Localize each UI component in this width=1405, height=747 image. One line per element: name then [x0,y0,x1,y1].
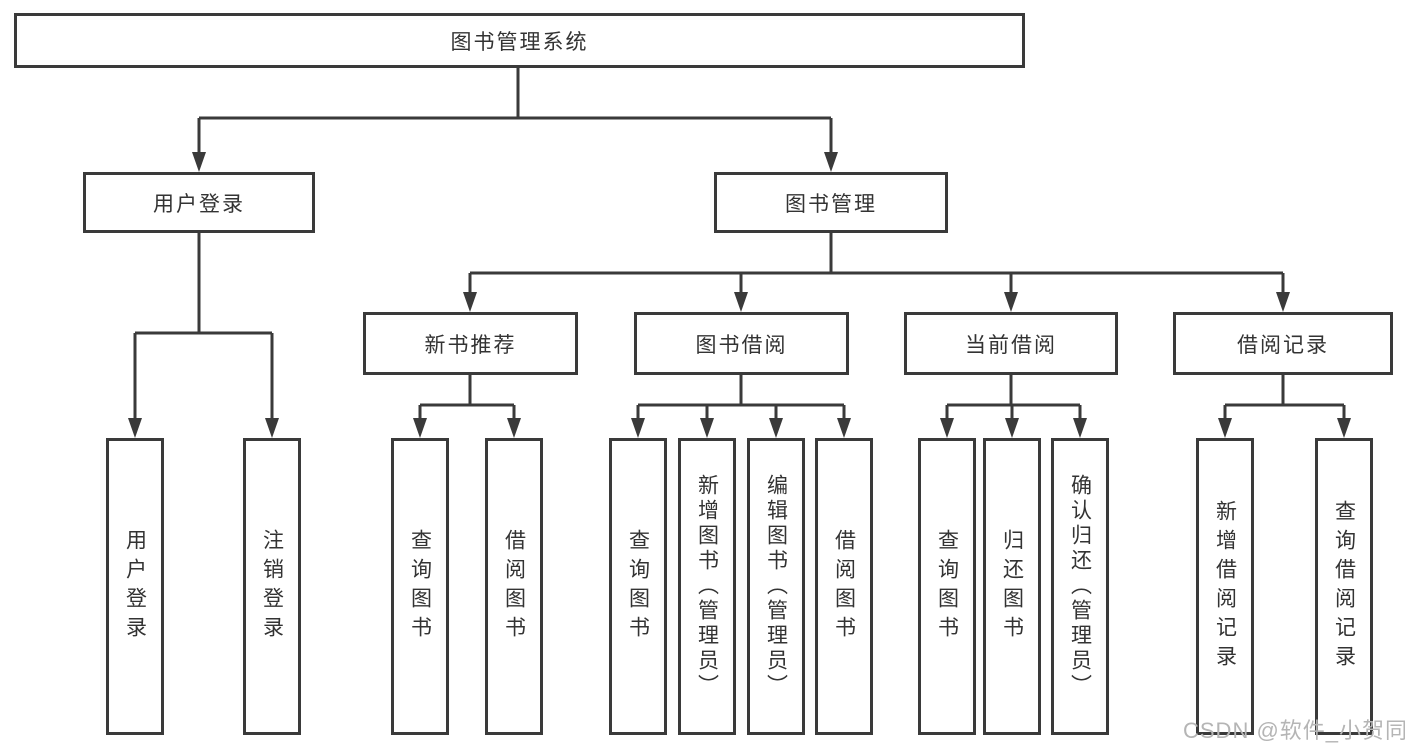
watermark: CSDN @软件_小贺同学 [1183,718,1405,743]
node-nb-borrow-books-label: 借阅图书 [502,528,526,645]
node-bb-borrow-books-label: 借阅图书 [832,528,856,645]
node-logout: 注销登录 [243,438,301,735]
node-user-login: 用户登录 [83,172,315,233]
node-nb-query-books-label: 查询图书 [408,528,432,645]
node-user-login-leaf-label: 用户登录 [123,528,147,645]
node-nb-borrow-books: 借阅图书 [485,438,543,735]
node-bb-add-books-admin: 新增图书（管理员） [678,438,736,735]
node-cb-confirm-return-admin-label: 确认归还（管理员） [1068,474,1092,699]
node-current-borrowing: 当前借阅 [904,312,1118,375]
node-bb-add-books-admin-label: 新增图书（管理员） [695,474,719,699]
node-new-book-recommend-label: 新书推荐 [424,333,517,357]
node-root: 图书管理系统 [14,13,1025,68]
node-borrowing-records-label: 借阅记录 [1237,333,1329,357]
node-br-query-record: 查询借阅记录 [1315,438,1373,735]
node-cb-query-books: 查询图书 [918,438,976,735]
node-new-book-recommend: 新书推荐 [363,312,578,375]
node-bb-edit-books-admin: 编辑图书（管理员） [747,438,805,735]
node-book-management-label: 图书管理 [785,192,877,216]
node-nb-query-books: 查询图书 [391,438,449,735]
node-br-query-record-label: 查询借阅记录 [1332,499,1356,674]
node-cb-query-books-label: 查询图书 [935,528,959,645]
node-br-add-record-label: 新增借阅记录 [1213,499,1237,674]
node-user-login-leaf: 用户登录 [106,438,164,735]
node-bb-edit-books-admin-label: 编辑图书（管理员） [764,474,788,699]
node-cb-return-books-label: 归还图书 [1000,528,1024,645]
node-cb-confirm-return-admin: 确认归还（管理员） [1051,438,1109,735]
arrowheads [128,152,1351,438]
node-book-borrowing-label: 图书借阅 [695,333,788,357]
node-br-add-record: 新增借阅记录 [1196,438,1254,735]
node-cb-return-books: 归还图书 [983,438,1041,735]
node-current-borrowing-label: 当前借阅 [965,333,1057,357]
node-user-login-label: 用户登录 [153,192,245,216]
node-book-management: 图书管理 [714,172,948,233]
node-bb-borrow-books: 借阅图书 [815,438,873,735]
node-logout-label: 注销登录 [260,528,284,645]
node-bb-query-books: 查询图书 [609,438,667,735]
node-borrowing-records: 借阅记录 [1173,312,1393,375]
node-root-label: 图书管理系统 [450,30,589,54]
node-bb-query-books-label: 查询图书 [626,528,650,645]
node-book-borrowing: 图书借阅 [634,312,849,375]
